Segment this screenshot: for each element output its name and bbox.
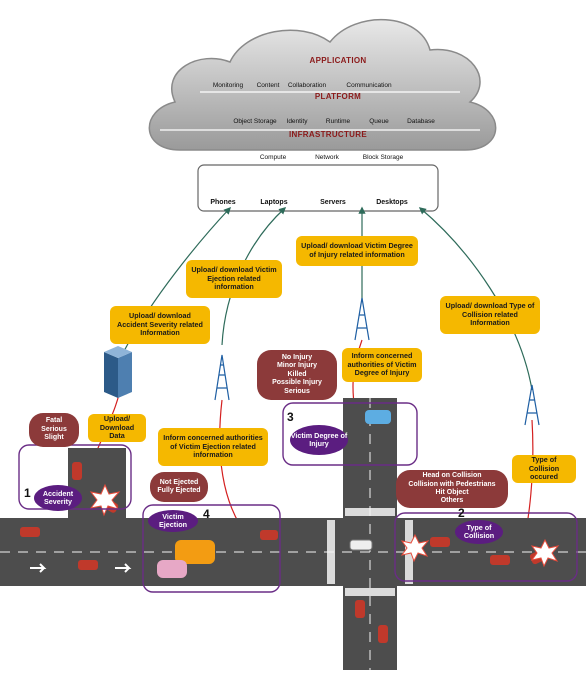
injury-serious: Serious	[284, 387, 310, 395]
collaboration-label: Collaboration	[287, 82, 327, 89]
collision-pedestrians: Collision with Pedestrians	[408, 480, 496, 488]
content-label: Content	[256, 82, 280, 89]
severity-number: 1	[24, 486, 31, 500]
communication-label: Communication	[346, 82, 392, 89]
network-label: Network	[315, 154, 339, 161]
collision-head-on: Head on Collision	[422, 472, 482, 480]
severity-badge: Accident Severity	[34, 485, 82, 511]
queue-label: Queue	[369, 118, 389, 125]
injury-badge: Victim Degree of Injury	[290, 425, 348, 455]
cell-towers	[214, 297, 540, 426]
severity-serious: Serious	[41, 425, 67, 433]
collision-number: 2	[458, 506, 465, 520]
injury-upload-box: Upload/ download Victim Degree of Injury…	[296, 236, 418, 266]
collision-upload-box: Upload/ download Type of Collision relat…	[440, 296, 540, 334]
scenario-frames	[18, 402, 578, 593]
platform-title: PLATFORM	[314, 92, 362, 101]
database-label: Database	[407, 118, 435, 125]
injury-possible: Possible Injury	[272, 379, 322, 387]
device-box	[197, 164, 439, 212]
server-unit	[104, 346, 132, 398]
crash-markers	[89, 483, 560, 568]
ejection-not-ejected: Not Ejected	[159, 478, 199, 486]
monitoring-label: Monitoring	[212, 82, 244, 89]
ejection-badge: Victim Ejection	[148, 510, 198, 532]
application-title: APPLICATION	[309, 56, 367, 65]
object-storage-label: Object Storage	[233, 118, 277, 125]
ejection-categories: Not Ejected Fully Ejected	[150, 472, 208, 502]
severity-fatal: Fatal	[45, 417, 63, 425]
ejection-inform-box: Inform concerned authorities of Victim E…	[158, 428, 268, 466]
vehicles	[20, 410, 553, 643]
injury-minor: Minor Injury	[276, 362, 318, 370]
ejection-fully-ejected: Fully Ejected	[157, 487, 201, 494]
phones-label: Phones	[210, 199, 236, 206]
ejection-upload-box: Upload/ download Victim Ejection related…	[186, 260, 282, 298]
local-upload-box: Upload/ Download Data	[88, 414, 146, 442]
servers-label: Servers	[320, 199, 346, 206]
collision-others: Others	[440, 497, 464, 505]
collision-inform-box: Type of Collision occured	[512, 455, 576, 483]
severity-upload-box: Upload/ download Accident Severity relat…	[110, 306, 210, 344]
identity-label: Identity	[286, 118, 308, 125]
infrastructure-title: INFRASTRUCTURE	[289, 130, 367, 139]
collision-badge: Type of Collision	[455, 520, 503, 544]
collision-categories: Head on Collision Collision with Pedestr…	[396, 470, 508, 508]
severity-categories: Fatal Serious Slight	[29, 413, 79, 447]
laptops-label: Laptops	[260, 199, 288, 206]
injury-categories: No Injury Minor Injury Killed Possible I…	[257, 350, 337, 400]
severity-slight: Slight	[44, 434, 64, 442]
desktops-label: Desktops	[376, 199, 408, 206]
injury-number: 3	[287, 410, 294, 424]
cloud-shape	[148, 18, 497, 151]
injury-killed: Killed	[287, 370, 307, 378]
injury-none: No Injury	[281, 354, 313, 362]
ejection-number: 4	[203, 507, 210, 521]
runtime-label: Runtime	[325, 118, 351, 125]
collision-hit-object: Hit Object	[435, 489, 469, 496]
compute-label: Compute	[259, 154, 287, 161]
block-storage-label: Block Storage	[362, 154, 404, 161]
injury-inform-box: Inform concerned authorities of Victim D…	[342, 348, 422, 382]
